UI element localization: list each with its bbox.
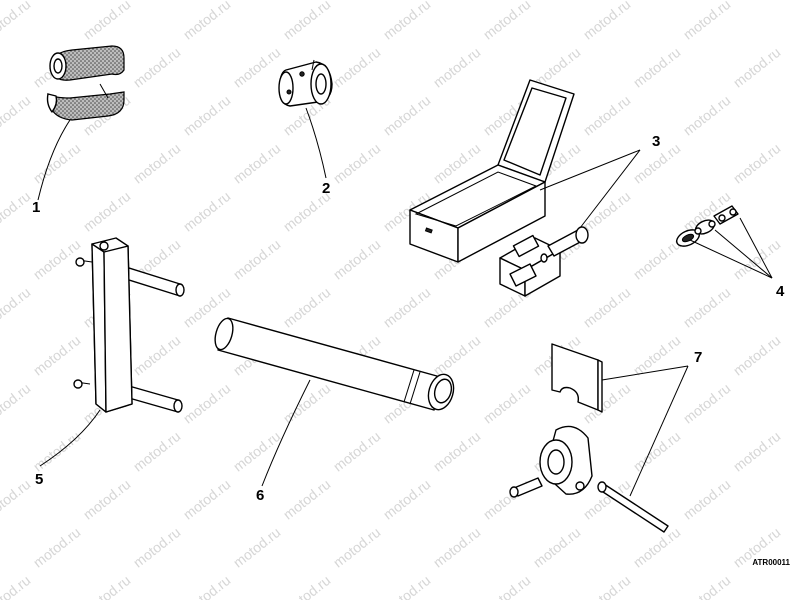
callout-3: 3	[652, 133, 661, 150]
callout-7: 7	[694, 349, 703, 366]
drawing-code: ATR00011	[752, 558, 790, 567]
chain-link-parts	[676, 205, 739, 247]
holding-fork-tool	[73, 237, 185, 413]
long-tube-tool	[214, 317, 455, 411]
leader-lines	[37, 107, 773, 497]
callout-5: 5	[35, 471, 44, 488]
hollow-pin-tool	[278, 59, 333, 107]
callout-4: 4	[776, 283, 785, 300]
callout-2: 2	[322, 180, 331, 197]
callout-1: 1	[32, 199, 41, 216]
split-sleeve-tool	[46, 45, 125, 121]
callout-6: 6	[256, 487, 265, 504]
plate-and-bracket-set	[509, 343, 669, 533]
case-and-tool-kit	[409, 79, 589, 297]
